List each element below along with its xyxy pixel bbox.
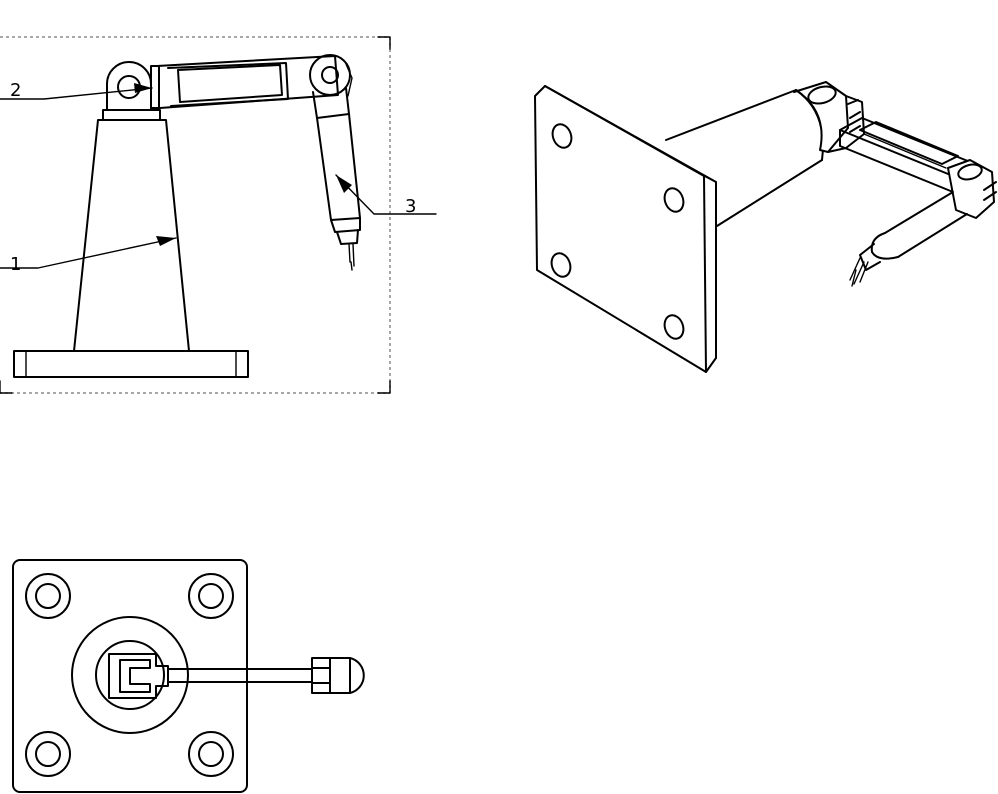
mounting-plate [534, 85, 717, 373]
iso-elbow-joint [947, 159, 997, 219]
iso-forearm [849, 191, 968, 287]
top-shoulder-bracket [108, 653, 169, 699]
callout-label-1: 1 [10, 254, 21, 275]
callout-label-3: 3 [405, 196, 416, 217]
top-view [12, 559, 365, 793]
top-mounting-holes [25, 573, 234, 777]
top-elbow [311, 657, 365, 694]
column [73, 109, 190, 352]
arm-link [156, 55, 339, 109]
shoulder-joint [106, 61, 160, 111]
callout-1: 1 [0, 236, 177, 275]
callout-label-2: 2 [10, 80, 21, 101]
forearm [312, 87, 361, 271]
callout-3: 3 [335, 174, 437, 217]
mounting-holes [550, 123, 685, 340]
iso-shoulder-joint [793, 81, 865, 153]
view-frame [0, 36, 391, 394]
elbow-joint [309, 54, 353, 97]
frame-corner-marks [0, 36, 391, 394]
base-plate [13, 350, 249, 378]
front-view: 1 2 3 [0, 36, 437, 394]
top-column [71, 616, 189, 734]
top-arm [167, 668, 313, 683]
isometric-view [534, 81, 997, 373]
callout-2: 2 [0, 80, 153, 101]
top-base-plate [12, 559, 248, 793]
